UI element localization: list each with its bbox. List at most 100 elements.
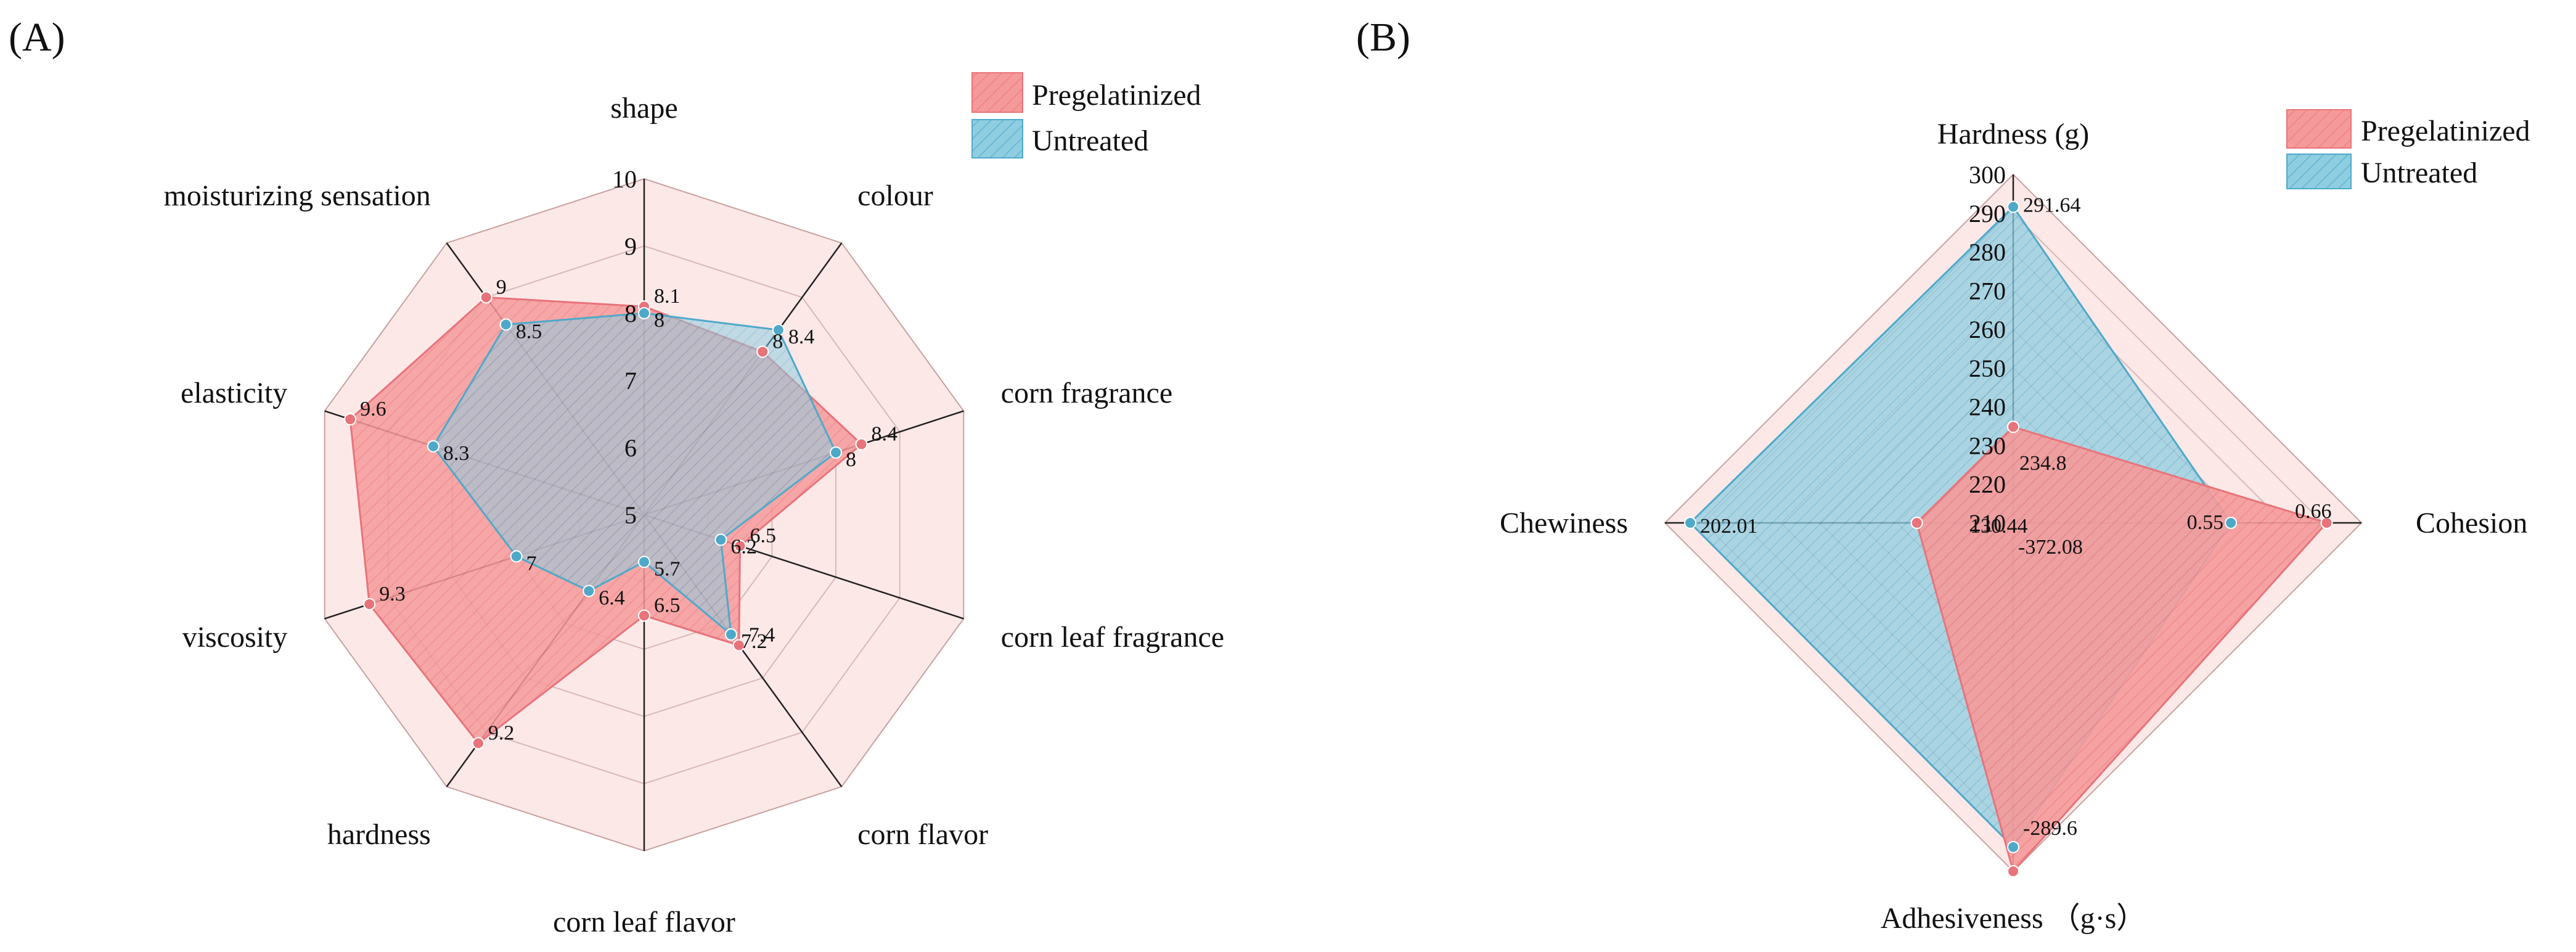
radial-tick-labels-a: 5 6 7 8 9 10 [612,165,637,529]
category-label-b: Hardness (g) [1937,118,2090,150]
series-point-pregelatinized [480,291,493,304]
panel-label-b: (B) [1356,15,1410,60]
series-point-untreated [499,318,512,331]
series-point-untreated [829,446,842,459]
category-label: viscosity [182,621,288,654]
series-point-pregelatinized [344,413,357,426]
radar-series-b [1684,200,2333,877]
data-label-untreated: 8.3 [443,442,470,465]
series-point-untreated [714,533,727,546]
series-point-untreated-b [1684,517,1697,529]
series-point-pregelatinized [855,438,868,451]
radial-tick-label-b: 300 [1969,161,2006,189]
series-point-pregelatinized-b [2007,421,2019,433]
legend-label-untreated-b: Untreated [2361,157,2477,189]
category-label: corn flavor [857,818,988,851]
legend-label-pregelatinized: Pregelatinized [1032,79,1201,112]
series-point-untreated [772,324,785,337]
data-label-pregelatinized-b: -372.08 [2018,536,2083,559]
data-label-pregelatinized: 6.5 [750,525,776,548]
series-point-pregelatinized [363,597,376,610]
data-label-pregelatinized: 8.1 [654,285,681,308]
radial-tick-label-b: 270 [1969,277,2006,305]
data-label-pregelatinized-b: 0.66 [2295,500,2332,523]
radial-tick-label: 5 [624,501,637,529]
series-point-untreated [724,628,737,641]
series-point-pregelatinized-b [2320,517,2333,529]
data-label-untreated-b: 291.64 [2023,194,2081,216]
data-label-pregelatinized: 9 [496,276,507,298]
category-label: hardness [327,818,431,851]
category-label: shape [610,92,677,125]
series-point-untreated [583,585,595,597]
data-label-untreated: 8.5 [516,320,542,343]
data-label-pregelatinized-b: 130.44 [1970,515,2028,538]
series-point-untreated-b [2007,840,2019,853]
series-point-pregelatinized [732,639,745,652]
data-label-untreated-b: -289.6 [2023,817,2077,840]
legend-a: Pregelatinized Untreated [971,72,1201,158]
radar-series-a [344,291,868,750]
data-label-untreated: 6.2 [730,535,757,558]
category-label-b: Chewiness [1500,507,1628,540]
legend-swatch-pregelatinized-b [2286,109,2352,149]
series-point-pregelatinized-b [2007,865,2019,877]
series-point-pregelatinized [638,609,650,622]
category-label-b: Cohesion [2416,507,2527,540]
radar-chart-texture: (B) 210 220 230 240 250 260 270 280 290 300 Hardn… [1356,15,2530,935]
series-point-pregelatinized-b [1910,517,1923,529]
legend-b: Pregelatinized Untreated [2286,109,2530,189]
radial-tick-label-b: 220 [1969,470,2006,498]
data-label-pregelatinized: 9.2 [488,721,515,744]
radial-tick-label-b: 280 [1969,239,2006,266]
radial-tick-label-b: 240 [1969,393,2006,421]
series-point-pregelatinized [734,540,746,552]
series-point-untreated [510,550,523,563]
data-label-untreated-b: 202.01 [1700,515,1758,538]
radial-tick-label-b: 250 [1969,355,2006,382]
data-label-untreated: 8 [846,448,856,471]
data-label-untreated: 7.2 [741,630,767,653]
data-labels-a: 8.188.46.57.46.59.29.39.6988.486.27.25.7… [360,276,898,744]
data-label-untreated: 8 [654,309,664,332]
series-point-untreated [638,307,650,319]
radial-tick-label-b: 210 [1969,509,2006,537]
radial-tick-label: 8 [624,300,637,327]
series-point-pregelatinized [756,345,769,358]
radial-tick-labels-b: 210 220 230 240 250 260 270 280 290 300 [1969,161,2006,537]
panel-label-a: (A) [9,15,65,60]
radial-tick-label-b: 260 [1969,316,2006,343]
category-label: moisturizing sensation [164,179,431,212]
radial-tick-label: 9 [624,232,637,260]
category-label: colour [857,179,933,212]
data-label-untreated: 5.7 [654,557,681,580]
series-point-untreated-b [2225,517,2238,529]
legend-swatch-pregelatinized [971,72,1023,113]
category-label-b: Adhesiveness （g·s） [1881,902,2146,935]
data-label-untreated: 8.4 [788,326,815,348]
radial-tick-label: 10 [612,165,637,193]
radial-tick-label: 6 [624,434,637,462]
data-label-untreated: 6.4 [599,586,625,609]
legend-swatch-untreated [971,119,1023,158]
category-label: corn leaf fragrance [1001,621,1224,654]
radial-tick-label-b: 290 [1969,200,2006,228]
data-label-pregelatinized: 8.4 [871,422,898,445]
data-label-pregelatinized: 7.4 [749,624,775,647]
radial-tick-label: 7 [624,367,637,395]
series-point-untreated [638,556,650,568]
data-label-pregelatinized: 9.6 [360,398,386,421]
series-point-untreated [427,440,440,453]
category-label: elasticity [181,377,287,409]
data-labels-b: 234.80.66-372.08130.44291.640.55-289.620… [1700,194,2331,839]
data-label-pregelatinized: 8 [772,330,783,353]
legend-label-pregelatinized-b: Pregelatinized [2361,115,2530,147]
legend-swatch-untreated-b [2286,154,2352,189]
data-label-pregelatinized: 9.3 [379,583,406,605]
radial-tick-label-b: 230 [1969,432,2006,459]
series-point-pregelatinized [472,737,485,750]
category-label: corn leaf flavor [553,906,735,938]
